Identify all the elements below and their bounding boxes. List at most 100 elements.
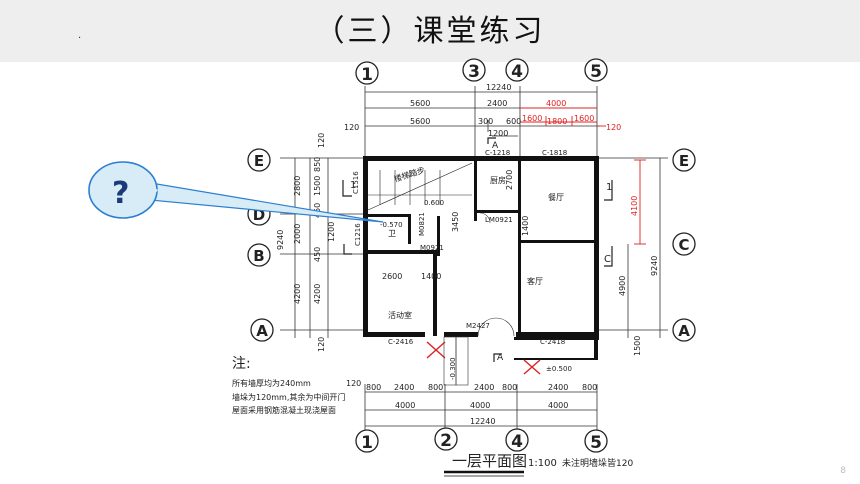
svg-text:4000: 4000 <box>546 99 566 108</box>
left-dimension-text: 9240 2800 2000 4200 850 1500 450 1200 45… <box>276 133 336 352</box>
svg-text:120: 120 <box>346 379 361 388</box>
svg-text:2600: 2600 <box>382 272 402 281</box>
grid-top-3: 3 <box>468 62 480 82</box>
title-bar <box>0 0 860 62</box>
svg-text:M2427: M2427 <box>466 322 490 330</box>
svg-text:1: 1 <box>606 182 612 193</box>
svg-text:4000: 4000 <box>395 401 415 410</box>
top-dimension-text: 12240 5600 2400 4000 5600 300 600 1600 1… <box>344 83 621 138</box>
dim-total-top: 12240 <box>486 83 511 92</box>
room-labels: 楼梯踏步 厨房 餐厅 客厅 活动室 卫 2600 1400 2700 1400 … <box>382 165 564 320</box>
notes-line-1: 所有墙厚均为240mm <box>232 378 311 388</box>
door-window-labels: C-1218 C-1818 C1216 C1516 C-2416 C-2418 … <box>350 141 612 380</box>
svg-text:9240: 9240 <box>276 230 285 250</box>
svg-text:2400: 2400 <box>394 383 414 392</box>
grid-axis-right: E C A <box>672 148 696 342</box>
svg-text:5: 5 <box>590 433 602 453</box>
svg-text:2700: 2700 <box>505 170 514 190</box>
svg-text:C1216: C1216 <box>354 223 362 246</box>
svg-text:1600: 1600 <box>522 114 542 123</box>
svg-text:120: 120 <box>606 123 621 132</box>
svg-text:4000: 4000 <box>470 401 490 410</box>
question-callout: ? <box>88 161 384 223</box>
drawing-canvas <box>225 62 703 484</box>
svg-text:±0.500: ±0.500 <box>546 365 572 373</box>
right-dimension-text: 9240 4900 1500 4100 <box>618 196 659 356</box>
svg-text:0.600: 0.600 <box>424 199 444 207</box>
svg-text:850: 850 <box>313 157 322 172</box>
page-title: （三）课堂练习 <box>314 14 546 49</box>
grid-right-E: E <box>679 152 689 170</box>
svg-text:M0921: M0921 <box>420 244 444 252</box>
svg-text:C-2416: C-2416 <box>388 338 414 346</box>
svg-text:800: 800 <box>428 383 443 392</box>
bottom-dimension-lines <box>364 384 598 430</box>
drawing-title-extra: 未注明墙垛皆120 <box>562 457 633 469</box>
svg-text:-0.300: -0.300 <box>449 357 457 380</box>
stair-symbol <box>367 162 473 211</box>
section-marks <box>342 137 613 362</box>
svg-text:A: A <box>492 141 499 151</box>
room-living: 客厅 <box>527 276 543 286</box>
drawing-title-name: 一层平面图 <box>452 452 527 470</box>
svg-text:4200: 4200 <box>293 284 302 304</box>
svg-text:120: 120 <box>317 133 326 148</box>
svg-text:5600: 5600 <box>410 117 430 126</box>
svg-text:1400: 1400 <box>521 216 530 236</box>
svg-text:4000: 4000 <box>548 401 568 410</box>
svg-text:C-1218: C-1218 <box>485 149 510 157</box>
svg-text:2400: 2400 <box>548 383 568 392</box>
svg-text:1500: 1500 <box>633 336 642 356</box>
svg-text:800: 800 <box>502 383 517 392</box>
svg-text:1500: 1500 <box>313 176 322 196</box>
svg-text:450: 450 <box>313 247 322 262</box>
svg-text:5600: 5600 <box>410 99 430 108</box>
notes-line-3: 屋面采用钢筋混凝土现浇屋面 <box>232 405 336 415</box>
drawing-title-scale: 1:100 <box>528 458 557 469</box>
grid-left-A: A <box>256 322 268 340</box>
svg-text:2000: 2000 <box>293 224 302 244</box>
room-dining: 餐厅 <box>548 193 564 202</box>
grid-top-4: 4 <box>511 62 523 82</box>
walls <box>363 156 599 360</box>
svg-text:800: 800 <box>582 383 597 392</box>
door-arcs <box>477 212 515 337</box>
svg-text:800: 800 <box>366 383 381 392</box>
svg-text:2800: 2800 <box>293 176 302 196</box>
notes-block: 注: 所有墙厚均为240mm 墙垛为120mm,其余为中间开门 屋面采用钢筋混凝… <box>232 356 345 415</box>
svg-text:1: 1 <box>350 180 356 191</box>
room-activity: 活动室 <box>388 310 412 320</box>
svg-text:4200: 4200 <box>313 284 322 304</box>
svg-text:-0.570: -0.570 <box>380 221 403 229</box>
svg-text:2400: 2400 <box>487 99 507 108</box>
grid-top-5: 5 <box>590 62 602 82</box>
drawing-title: 一层平面图 1:100 未注明墙垛皆120 <box>444 452 633 477</box>
svg-text:9240: 9240 <box>650 256 659 276</box>
svg-text:1800: 1800 <box>547 117 567 126</box>
svg-text:1: 1 <box>361 433 373 453</box>
svg-text:12240: 12240 <box>470 417 495 426</box>
svg-text:1600: 1600 <box>574 114 594 123</box>
svg-text:4100: 4100 <box>630 196 639 216</box>
svg-text:LM0921: LM0921 <box>485 216 513 224</box>
bottom-dimension-text: 800 2400 800 2400 800 2400 800 120 4000 … <box>346 379 597 426</box>
page-number: 8 <box>840 466 846 476</box>
notes-line-2: 墙垛为120mm,其余为中间开门 <box>232 392 345 402</box>
svg-text:C1516: C1516 <box>352 171 360 194</box>
svg-text:4: 4 <box>511 432 523 452</box>
header-dot: . <box>78 30 82 41</box>
grid-left-B: B <box>253 247 264 265</box>
room-wc: 卫 <box>388 229 396 238</box>
svg-text:2400: 2400 <box>474 383 494 392</box>
grid-right-C: C <box>678 236 689 254</box>
svg-text:C-2418: C-2418 <box>540 338 565 346</box>
svg-text:A: A <box>497 353 504 363</box>
svg-text:1200: 1200 <box>488 129 508 138</box>
entry-steps <box>443 336 469 386</box>
grid-top-1: 1 <box>361 65 373 85</box>
svg-text:600: 600 <box>506 117 521 126</box>
grid-axis-top: 1 3 4 5 <box>355 58 608 85</box>
svg-text:120: 120 <box>344 123 359 132</box>
svg-text:3450: 3450 <box>451 212 460 232</box>
